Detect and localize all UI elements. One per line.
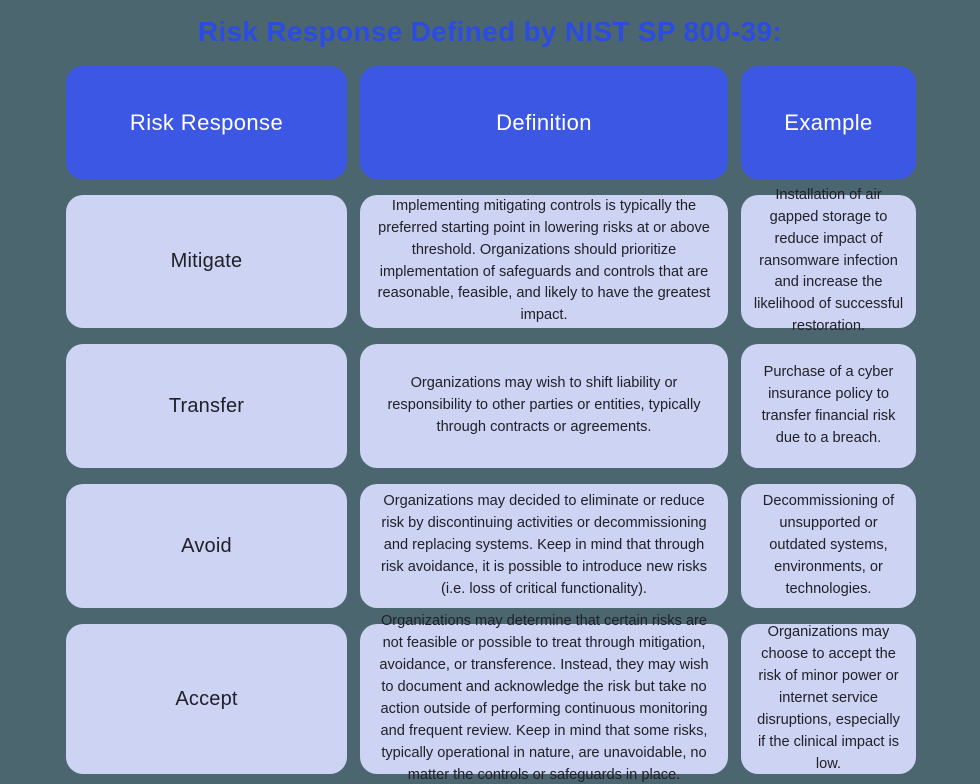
cell-accept-example: Organizations may choose to accept the r… (741, 624, 916, 774)
cell-avoid-definition: Organizations may decided to eliminate o… (360, 484, 728, 608)
cell-transfer-label: Transfer (66, 344, 347, 468)
column-header-risk-response: Risk Response (66, 66, 347, 179)
cell-accept-label: Accept (66, 624, 347, 774)
cell-mitigate-example: Installation of air gapped storage to re… (741, 187, 916, 334)
risk-response-table: Risk Response Definition Example Mitigat… (66, 66, 916, 783)
cell-accept-definition: Organizations may determine that certain… (360, 613, 728, 783)
column-header-example: Example (741, 66, 916, 179)
cell-avoid-label: Avoid (66, 484, 347, 608)
page-title: Risk Response Defined by NIST SP 800-39: (197, 16, 783, 47)
cell-transfer-example: Purchase of a cyber insurance policy to … (741, 344, 916, 468)
cell-mitigate-label: Mitigate (66, 195, 347, 328)
cell-avoid-example: Decommissioning of unsupported or outdat… (741, 484, 916, 608)
column-header-definition: Definition (360, 66, 728, 179)
cell-transfer-definition: Organizations may wish to shift liabilit… (360, 344, 728, 468)
cell-mitigate-definition: Implementing mitigating controls is typi… (360, 195, 728, 328)
